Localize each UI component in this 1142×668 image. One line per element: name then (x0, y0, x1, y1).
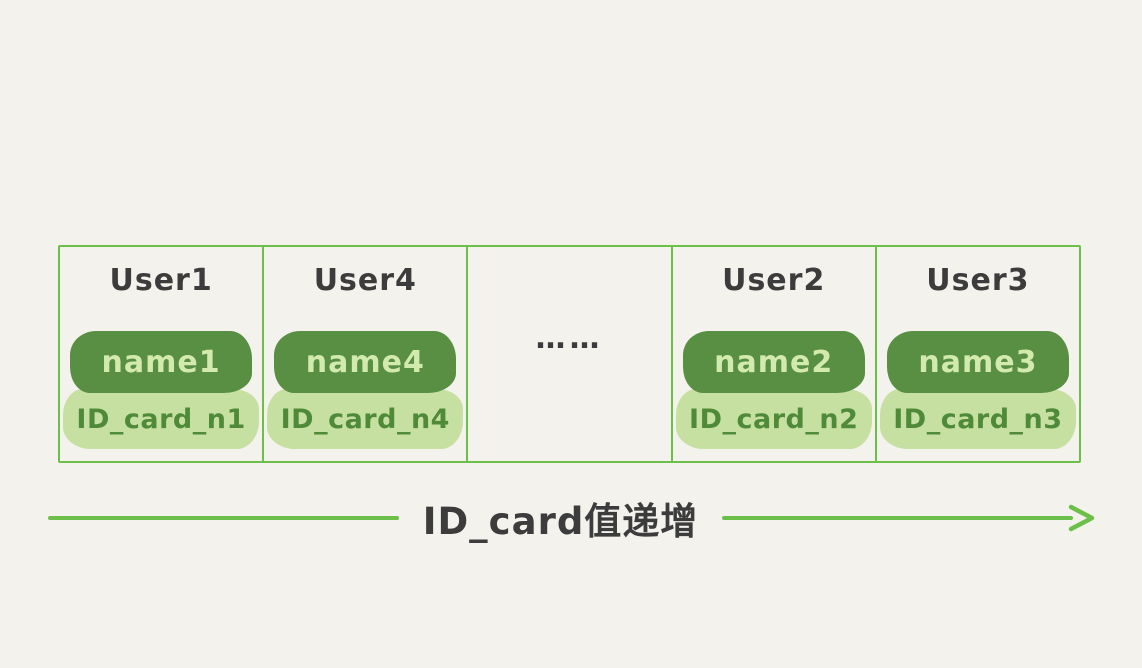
user-title: User4 (313, 263, 417, 298)
id-card-pill-label: ID_card_n3 (893, 403, 1063, 435)
name-pill: name2 (682, 331, 865, 393)
name-pill-label: name2 (714, 344, 834, 380)
axis-line-right (722, 516, 1073, 520)
id-card-pill: ID_card_n4 (267, 389, 464, 449)
arrow-right-icon (1068, 504, 1095, 532)
id-card-pill: ID_card_n2 (675, 389, 872, 449)
axis-line-left (48, 516, 399, 520)
name-pill-label: name1 (101, 344, 221, 380)
user-table: User1 name1 ID_card_n1 User4 name4 ID_ca… (58, 245, 1081, 463)
user-cell-user2: User2 name2 ID_card_n2 (670, 247, 875, 461)
id-card-pill: ID_card_n3 (879, 389, 1076, 449)
name-pill-label: name3 (918, 344, 1038, 380)
axis-label: ID_card值递增 (422, 500, 699, 543)
id-card-axis: ID_card值递增 (48, 492, 1098, 544)
pill-stack: name3 ID_card_n3 (877, 331, 1079, 461)
id-card-pill-label: ID_card_n2 (689, 403, 859, 435)
id-card-pill-label: ID_card_n1 (76, 403, 246, 435)
ellipsis-dots: …… (535, 320, 604, 356)
name-pill: name1 (70, 331, 253, 393)
id-card-pill-label: ID_card_n4 (280, 403, 450, 435)
name-pill: name4 (274, 331, 457, 393)
name-pill-label: name4 (305, 344, 425, 380)
user-title: User2 (722, 263, 826, 298)
ellipsis-cell: …… (466, 247, 670, 461)
user-cell-user1: User1 name1 ID_card_n1 (60, 247, 262, 461)
pill-stack: name4 ID_card_n4 (264, 331, 466, 461)
user-cell-user4: User4 name4 ID_card_n4 (262, 247, 466, 461)
user-title: User3 (926, 263, 1030, 298)
name-pill: name3 (886, 331, 1069, 393)
id-card-pill: ID_card_n1 (63, 389, 260, 449)
user-cell-user3: User3 name3 ID_card_n3 (874, 247, 1079, 461)
pill-stack: name2 ID_card_n2 (673, 331, 875, 461)
user-title: User1 (109, 263, 213, 298)
pill-stack: name1 ID_card_n1 (60, 331, 262, 461)
